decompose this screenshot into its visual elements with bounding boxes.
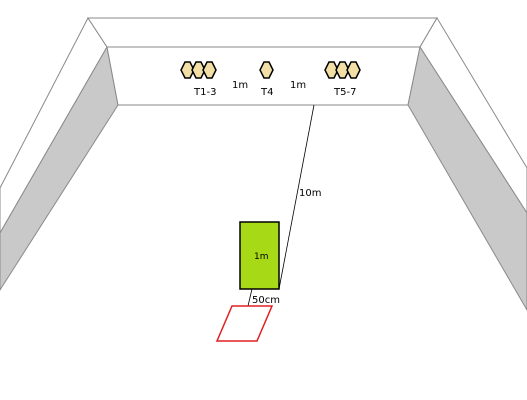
target-group-right-label: T5-7: [333, 87, 356, 98]
left-spacing-label: 1m: [232, 80, 248, 91]
right-wall-side: [407, 45, 527, 311]
right-wall-top: [419, 17, 527, 214]
right-spacing-label: 1m: [290, 80, 306, 91]
offset-label: 50cm: [252, 295, 280, 306]
target-hexagon: [191, 61, 206, 79]
distance-line: [278, 104, 315, 290]
offset-line: [247, 288, 253, 307]
green-block-label: 1m: [254, 252, 269, 262]
target-group-left-label: T1-3: [193, 87, 216, 98]
target-single: T4: [259, 61, 274, 98]
back-wall-top: [87, 17, 438, 48]
green-block-rect: [239, 221, 280, 290]
target-hexagon: [346, 61, 361, 79]
distance-label: 10m: [299, 188, 321, 199]
target-hexagon: [259, 61, 274, 79]
target-hexagon: [324, 61, 339, 79]
target-group-left: T1-3: [180, 61, 217, 98]
floor-marker: [215, 305, 274, 342]
target-hexagon: [335, 61, 350, 79]
target-hexagon: [180, 61, 195, 79]
target-hexagon: [202, 61, 217, 79]
target-single-label: T4: [260, 87, 273, 98]
green-block: 1m: [239, 221, 280, 290]
target-group-right: T5-7: [324, 61, 361, 98]
